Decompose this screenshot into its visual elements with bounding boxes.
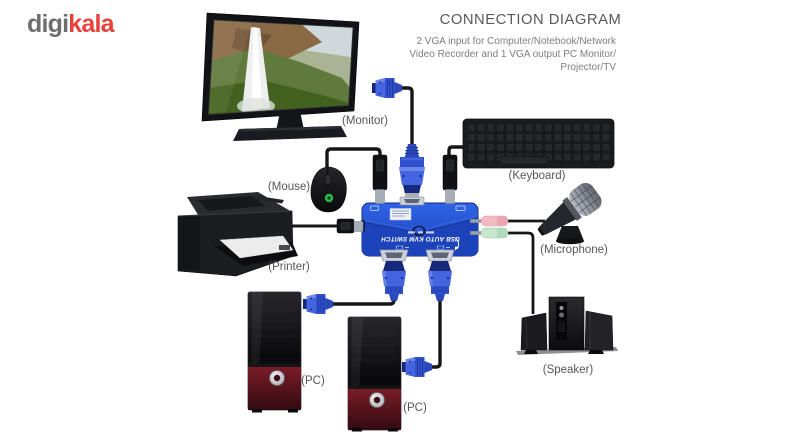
monitor-cable: [401, 86, 414, 146]
speaker-jack-icon: [470, 227, 509, 239]
description-line-2: Video Recorder and 1 VGA output PC Monit…: [409, 49, 616, 60]
pc2-icon: [347, 316, 402, 432]
kvm-bottom-right-vga-connector-icon: [428, 261, 452, 301]
pc1-vga-cable: [333, 298, 396, 306]
logo-kala: kala: [68, 10, 114, 38]
pc2-vga-connector-icon: [401, 356, 433, 378]
printer-usb-plug-icon: [336, 218, 364, 234]
speaker-label: (Speaker): [542, 364, 594, 376]
connectors: [302, 77, 509, 378]
kvm-switch-icon: USB AUTO KVM SWITCH: [361, 196, 479, 262]
monitor-icon: [201, 12, 360, 141]
pc2-vga-cable: [432, 298, 442, 369]
monitor-vga-connector-icon: [371, 77, 403, 99]
printer-icon: [177, 192, 298, 277]
speaker-icon: [516, 296, 618, 355]
kvm-top-vga-connector-icon: [399, 144, 425, 198]
keyboard-cable: [447, 145, 465, 156]
keyboard-usb-plug-icon: [442, 154, 458, 204]
keyboard-label: (Keyboard): [508, 170, 566, 182]
mouse-icon: [310, 166, 347, 213]
description-line-1: 2 VGA input for Computer/Notebook/Networ…: [416, 36, 616, 47]
pc1-label: (PC): [301, 375, 325, 387]
digikala-logo: digikala: [27, 10, 115, 39]
kvm-bottom-left-vga-connector-icon: [382, 261, 406, 301]
mouse-label: (Mouse): [267, 181, 311, 193]
speaker-cable: [506, 231, 535, 314]
pc1-vga-connector-icon: [302, 293, 334, 315]
description-line-3: Projector/TV: [560, 62, 616, 73]
microphone-label: (Microphone): [540, 244, 608, 256]
microphone-jack-icon: [470, 215, 509, 227]
diagram-description: 2 VGA input for Computer/Notebook/Networ…: [366, 35, 616, 74]
keyboard-icon: [462, 118, 615, 169]
printer-label: (Printer): [268, 261, 310, 273]
pc1-icon: [247, 291, 302, 413]
logo-digi: digi: [27, 10, 69, 38]
page-title: CONNECTION DIAGRAM: [439, 12, 622, 28]
mouse-usb-plug-icon: [372, 154, 388, 204]
monitor-label: (Monitor): [341, 115, 389, 127]
pc2-label: (PC): [403, 402, 427, 414]
mouse-cable: [325, 147, 382, 170]
microphone-icon: [537, 182, 602, 245]
kvm-device-text: USB AUTO KVM SWITCH: [381, 235, 460, 242]
